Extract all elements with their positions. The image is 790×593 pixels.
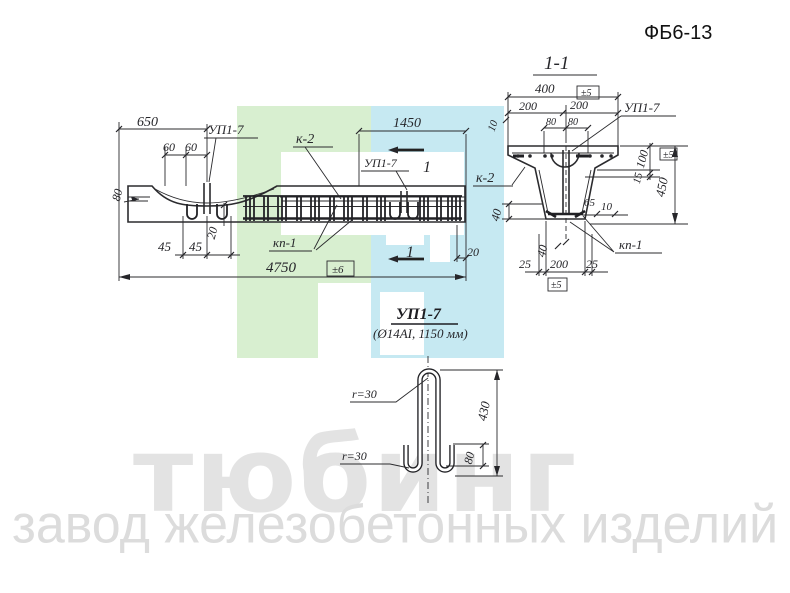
dim: 40 [534,243,551,258]
dim: 20 [204,225,221,240]
plan-view: 650 60 60 80 45 45 20 4750 1450 20 ±6 УП… [109,115,479,281]
dim: 4750 [266,260,297,276]
loop-bar-detail: УП1-7 (Ø14AI, 1150 мм) r=30 r=30 430 80 [340,306,503,505]
dim: 80 [546,117,556,128]
rebar-label: кп-1 [273,235,296,250]
lifting-loop-left [186,183,228,220]
tolerance: ±6 [332,264,344,276]
dim: 10 [601,201,613,213]
watermark-subtitle: завод железобетонных изделий [12,494,779,555]
section-view: 1-1 [473,53,688,292]
dim: 450 [652,175,671,198]
dim: 200 [570,98,588,112]
dim: 200 [550,257,568,271]
rebar-label: к-2 [476,171,494,186]
watermark-brand: тюбинг [133,414,579,536]
dim: 80 [461,450,478,465]
logo-notch [318,283,371,358]
dim: 20 [467,245,479,259]
dim: 400 [535,81,555,96]
detail-subcaption: (Ø14AI, 1150 мм) [373,326,468,341]
dim: 80 [568,117,578,128]
logo-notch [386,223,424,245]
dim: 40 [488,207,505,222]
dim: 100 [633,148,651,169]
lifting-loop-middle [389,191,419,220]
dim: 45 [189,239,203,254]
dim: 200 [519,99,537,113]
tolerance: ±5 [551,280,562,291]
dim: r=30 [342,449,367,463]
detail-caption: УП1-7 [396,306,442,323]
logo-notch [281,152,464,235]
rebar-label: к-2 [296,132,314,147]
logo-notch [430,235,450,262]
dim: r=30 [352,387,377,401]
dim: 80 [109,187,126,202]
dimension-ticks [115,93,654,470]
dim: 25 [519,257,531,271]
dim: 430 [474,399,493,422]
dim: 10 [486,118,501,133]
section-mark: 1 [423,159,431,176]
dim: 60 [185,140,197,154]
dim: 650 [137,115,158,130]
dim: 25 [586,257,598,271]
rebar-label: кп-1 [619,237,642,252]
tolerance: ±5 [663,150,674,161]
rebar-label: УП1-7 [208,122,244,137]
tolerance: ±5 [581,88,592,99]
dim: 15 [631,171,646,185]
dim: 65 [584,197,596,209]
sheet-code: ФБ6-13 [644,22,713,44]
rebar-label: УП1-7 [624,100,660,115]
section-title: 1-1 [544,53,569,74]
dim: 1450 [393,116,421,131]
dim: 60 [163,140,175,154]
rebar-label: УП1-7 [364,156,398,170]
dim: 45 [158,239,172,254]
section-mark: 1 [406,244,414,261]
